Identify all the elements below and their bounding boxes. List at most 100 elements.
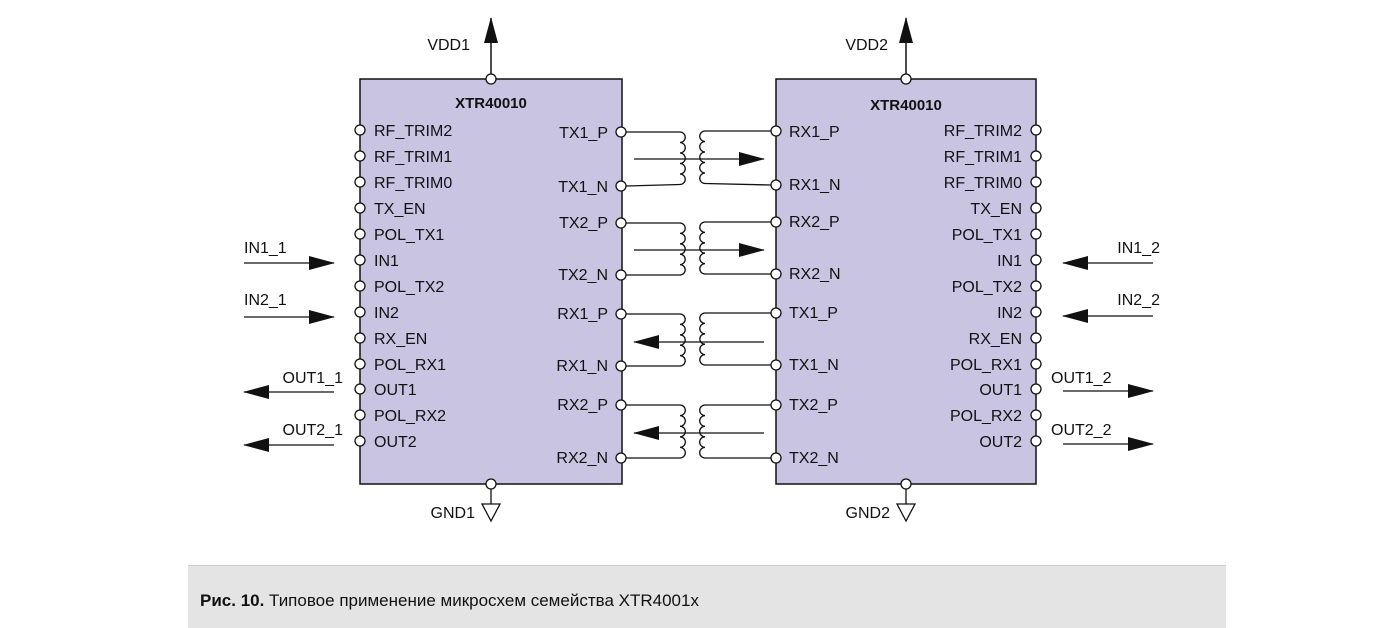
chip1-pin: RF_TRIM1 (354, 149, 452, 166)
in2-1-label: IN2_1 (244, 292, 287, 309)
transformer-secondary (699, 404, 771, 459)
chip1-gnd-label: GND1 (431, 505, 476, 522)
differential-links (625, 130, 772, 459)
chip1-pin: POL_RX2 (354, 408, 446, 425)
figure-caption: Рис. 10. Типовое применение микросхем се… (188, 565, 1226, 628)
chip2-vdd-label: VDD2 (845, 37, 888, 54)
chip1-ground-icon (480, 503, 502, 523)
chip1: XTR40010 VDD1 GND1 RF_TRIM2 RF_TRIM1 RF_… (354, 17, 627, 523)
chip2-pin: TX1_N (770, 357, 839, 374)
chip2-pin: RX_EN (969, 331, 1042, 348)
transformer-primary (626, 313, 686, 367)
chip2-gnd-label: GND2 (846, 505, 891, 522)
chip2-pin: TX1_P (770, 305, 838, 322)
svg-text:OUT1: OUT1 (374, 382, 417, 399)
chip2-pin: TX_EN (970, 201, 1042, 218)
svg-text:TX2_N: TX2_N (789, 450, 839, 467)
svg-text:RX1_P: RX1_P (789, 124, 840, 141)
chip2-pin: POL_RX2 (950, 408, 1042, 425)
chip2-pin: POL_RX1 (950, 357, 1042, 374)
svg-text:POL_TX2: POL_TX2 (374, 279, 444, 296)
svg-text:RF_TRIM0: RF_TRIM0 (374, 175, 452, 192)
svg-text:RX2_N: RX2_N (556, 450, 608, 467)
svg-text:RX1_N: RX1_N (789, 177, 841, 194)
transformer-primary (625, 131, 686, 187)
chip2-pin: OUT2 (979, 434, 1042, 451)
chip2-vdd-pin (900, 73, 912, 85)
chip1-pin: POL_RX1 (354, 357, 446, 374)
chip1-pin: POL_TX2 (354, 279, 444, 296)
svg-text:POL_RX2: POL_RX2 (950, 408, 1022, 425)
svg-text:TX2_P: TX2_P (559, 215, 608, 232)
external-signals: IN1_1 IN2_1 OUT1_1 OUT2_1 IN1_2 IN2_2 OU… (243, 240, 1160, 452)
chip1-pin: RF_TRIM2 (354, 123, 452, 140)
chip1-right-pins: TX1_P TX1_N TX2_P TX2_N RX1_P RX1_N RX2_… (556, 125, 627, 467)
chip2-right-pins: RF_TRIM2 RF_TRIM1 RF_TRIM0 TX_EN POL_TX1… (944, 123, 1042, 451)
in2-2-label: IN2_2 (1117, 292, 1160, 309)
svg-text:POL_RX1: POL_RX1 (950, 357, 1022, 374)
chip2-pin: RF_TRIM1 (944, 149, 1042, 166)
svg-text:RX1_N: RX1_N (556, 358, 608, 375)
svg-text:TX_EN: TX_EN (374, 201, 426, 218)
chip1-gnd-pin (485, 478, 497, 490)
transformer-secondary (699, 221, 771, 275)
svg-text:TX1_N: TX1_N (558, 179, 608, 196)
svg-text:RF_TRIM1: RF_TRIM1 (944, 149, 1022, 166)
chip2-pin: IN1 (997, 253, 1042, 270)
link-tx2-rx2 (626, 221, 771, 276)
chip2-pin: RF_TRIM0 (944, 175, 1042, 192)
svg-text:OUT2: OUT2 (979, 434, 1022, 451)
svg-text:RX2_P: RX2_P (557, 397, 608, 414)
chip1-pin: RX_EN (354, 331, 427, 348)
svg-text:TX2_N: TX2_N (558, 267, 608, 284)
svg-text:POL_TX1: POL_TX1 (952, 227, 1022, 244)
chip1-pin: OUT2 (354, 434, 417, 451)
out2-1-label: OUT2_1 (283, 422, 344, 439)
svg-text:TX1_P: TX1_P (559, 125, 608, 142)
svg-text:RX1_P: RX1_P (557, 306, 608, 323)
svg-text:OUT1: OUT1 (979, 382, 1022, 399)
caption-text: Типовое применение микросхем семейства X… (264, 591, 699, 610)
svg-text:TX1_N: TX1_N (789, 357, 839, 374)
chip2-pin: POL_TX2 (952, 279, 1042, 296)
svg-text:IN1: IN1 (374, 253, 399, 270)
caption-label: Рис. 10. (200, 591, 265, 610)
svg-text:RF_TRIM0: RF_TRIM0 (944, 175, 1022, 192)
chip1-pin: RX1_P (557, 306, 627, 323)
chip1-pin: POL_TX1 (354, 227, 444, 244)
schematic-diagram: XTR40010 VDD1 GND1 RF_TRIM2 RF_TRIM1 RF_… (243, 17, 1160, 523)
chip1-pin: RX1_N (556, 358, 627, 375)
chip1-pin: RX2_P (557, 397, 627, 414)
chip2-pin: TX2_N (770, 450, 839, 467)
link-rx1-tx1 (626, 312, 771, 367)
transformer-primary (626, 222, 686, 276)
out1-2-label: OUT1_2 (1051, 370, 1112, 387)
caption-line: Рис. 10. Типовое применение микросхем се… (200, 591, 699, 611)
svg-text:POL_RX2: POL_RX2 (374, 408, 446, 425)
svg-text:POL_TX1: POL_TX1 (374, 227, 444, 244)
chip1-pin: OUT1 (354, 382, 417, 399)
link-rx2-tx2 (626, 404, 771, 459)
svg-text:POL_TX2: POL_TX2 (952, 279, 1022, 296)
chip2-body (775, 78, 1037, 485)
chip2-pin: RF_TRIM2 (944, 123, 1042, 140)
chip2: XTR40010 VDD2 GND2 RX1_P RX1_N RX2_P RX2… (770, 17, 1042, 523)
chip1-title: XTR40010 (455, 95, 527, 112)
svg-text:IN2: IN2 (374, 305, 399, 322)
out1-1-label: OUT1_1 (283, 370, 344, 387)
chip2-pin: RX2_N (770, 266, 841, 283)
chip2-title: XTR40010 (870, 97, 942, 114)
in1-1-label: IN1_1 (244, 240, 287, 257)
svg-text:RF_TRIM1: RF_TRIM1 (374, 149, 452, 166)
out2-2-label: OUT2_2 (1051, 422, 1112, 439)
link-tx1-rx1 (625, 130, 772, 187)
chip1-pin: TX_EN (354, 201, 426, 218)
svg-text:RX_EN: RX_EN (374, 331, 427, 348)
svg-text:TX_EN: TX_EN (970, 201, 1022, 218)
svg-text:TX1_P: TX1_P (789, 305, 838, 322)
transformer-secondary (699, 312, 771, 366)
svg-text:IN2: IN2 (997, 305, 1022, 322)
chip2-left-pins: RX1_P RX1_N RX2_P RX2_N TX1_P TX1_N TX2_… (770, 124, 841, 467)
chip2-pin: POL_TX1 (952, 227, 1042, 244)
chip1-pin: IN2 (354, 305, 399, 322)
